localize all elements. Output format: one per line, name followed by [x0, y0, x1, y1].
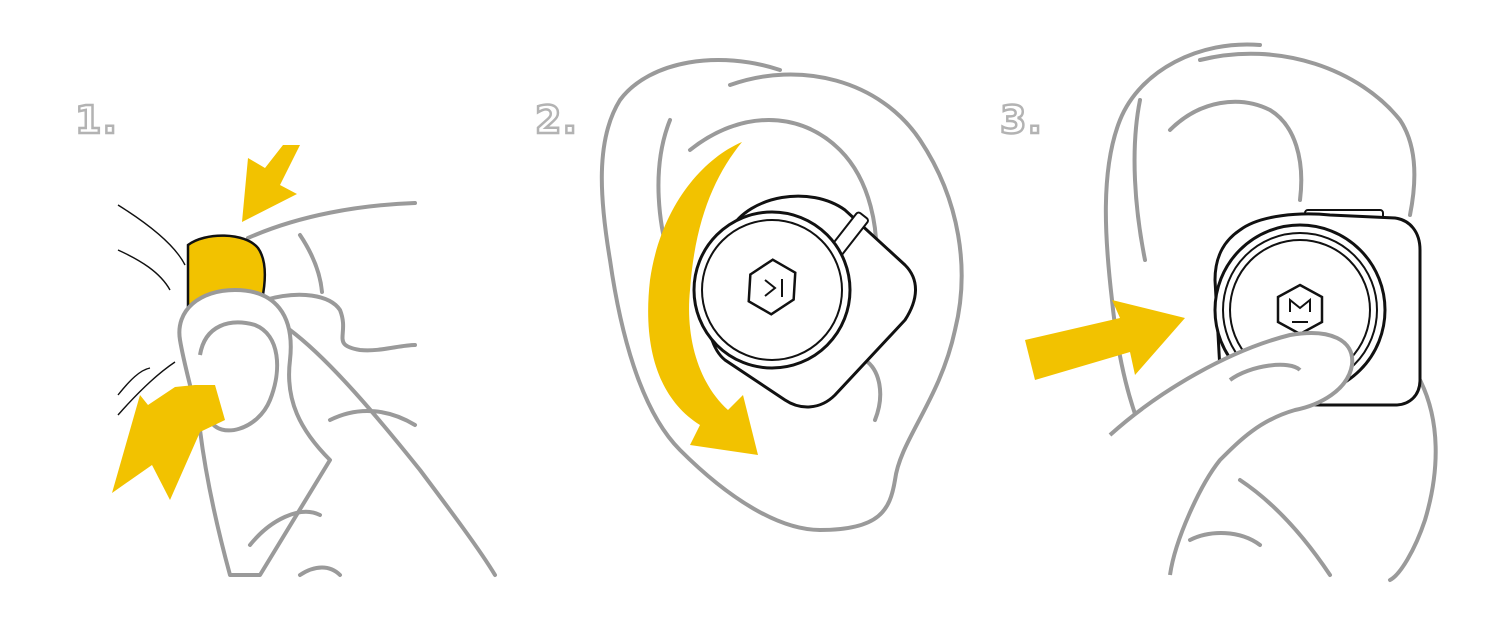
- hand-lines: [248, 328, 497, 577]
- earbud: [692, 194, 917, 409]
- step-3-label: 3.: [999, 97, 1043, 144]
- ear-outline: [1103, 42, 1438, 582]
- rotate-arrow-icon: [648, 142, 758, 455]
- step-1-label: 1.: [74, 97, 118, 144]
- step-3-panel: 3.: [999, 0, 1500, 622]
- ear-edge: [117, 204, 186, 416]
- step-3-illustration: [1025, 42, 1438, 582]
- brand-logo-icon: [747, 258, 797, 316]
- hand-lines: [1188, 478, 1332, 577]
- step-2-illustration: [599, 58, 964, 532]
- finger: [1108, 331, 1355, 576]
- brand-logo-icon: [1276, 283, 1324, 336]
- press-arrow-icon: [242, 145, 300, 222]
- thumb: [177, 288, 332, 577]
- step-2-panel: 2.: [500, 0, 1000, 622]
- push-arrow-icon: [1025, 300, 1185, 380]
- ear-outline: [599, 58, 964, 532]
- step-1-illustration: [112, 145, 497, 577]
- step-1-panel: 1.: [0, 0, 500, 622]
- step-2-label: 2.: [534, 97, 578, 144]
- ear-outline: [246, 201, 417, 427]
- press-arrow-icon: [112, 385, 225, 500]
